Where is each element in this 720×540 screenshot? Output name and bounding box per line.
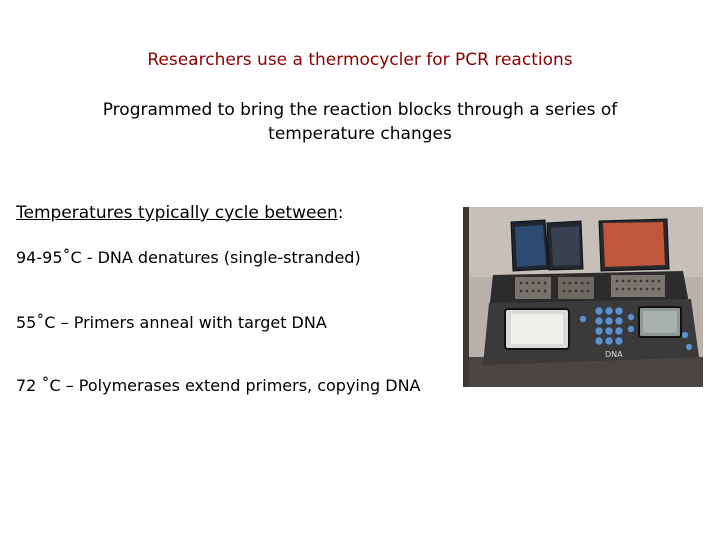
- denature-step: 94-95˚C - DNA denatures (single-stranded…: [16, 248, 361, 267]
- temperature-heading-text: Temperatures typically cycle between: [16, 203, 338, 223]
- extend-step: 72 ˚C – Polymerases extend primers, copy…: [16, 376, 421, 395]
- temperature-heading-colon: :: [337, 203, 344, 223]
- device-label: DNA: [605, 350, 623, 359]
- slide-title: Researchers use a thermocycler for PCR r…: [147, 50, 573, 70]
- temperature-heading: Temperatures typically cycle between:: [16, 203, 343, 223]
- slide-subtitle: Programmed to bring the reaction blocks …: [102, 100, 618, 144]
- thermocycler-photo: DNA: [463, 207, 703, 387]
- anneal-step: 55˚C – Primers anneal with target DNA: [16, 313, 327, 332]
